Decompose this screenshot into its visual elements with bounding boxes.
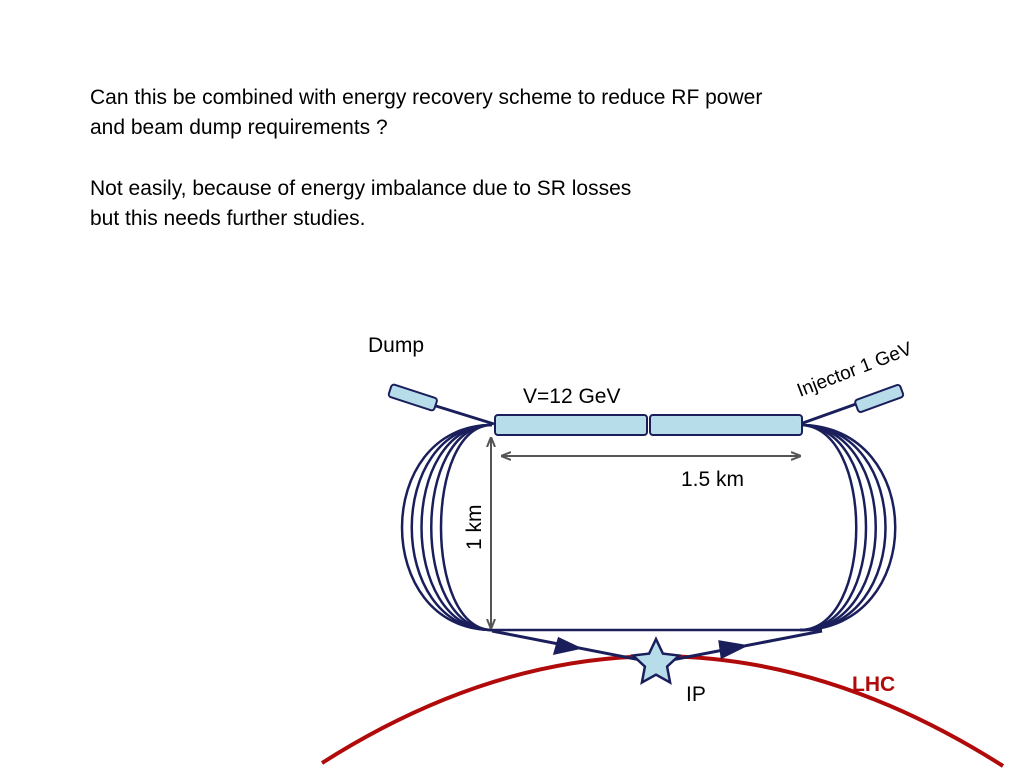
question-paragraph: Can this be combined with energy recover… <box>90 83 762 143</box>
linac-section-1 <box>494 414 648 436</box>
question-line-2: and beam dump requirements ? <box>90 116 388 139</box>
answer-line-1: Not easily, because of energy imbalance … <box>90 177 632 200</box>
injector-block <box>854 383 905 413</box>
ip-label: IP <box>686 683 706 706</box>
question-line-1: Can this be combined with energy recover… <box>90 86 763 109</box>
ip-beam-lines <box>491 629 823 665</box>
lhc-label: LHC <box>852 673 895 696</box>
beam-direction-arrow-left <box>552 636 583 655</box>
linac-section-2 <box>649 414 803 436</box>
ip-star-icon <box>630 636 682 685</box>
dump-block <box>387 383 438 412</box>
answer-paragraph: Not easily, because of energy imbalance … <box>90 174 631 234</box>
right-arcs <box>799 423 897 632</box>
height-label: 1 km <box>463 504 486 550</box>
answer-line-2: but this needs further studies. <box>90 207 366 230</box>
beam-direction-arrow-right <box>718 640 749 660</box>
dump-line <box>435 404 495 426</box>
dump-label: Dump <box>368 334 424 357</box>
length-label: 1.5 km <box>681 468 744 491</box>
linac-voltage-label: V=12 GeV <box>523 385 620 408</box>
left-arcs <box>400 423 493 632</box>
recirculation-loops <box>400 423 897 632</box>
transfer-lines <box>435 402 857 426</box>
injector-line <box>799 402 857 426</box>
